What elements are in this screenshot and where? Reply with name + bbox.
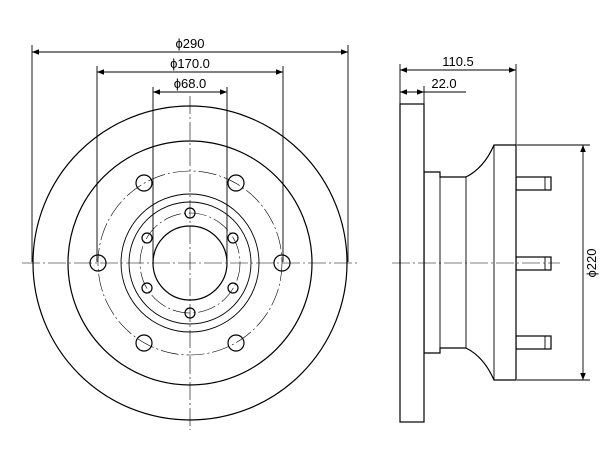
stud-circle-diameter-label: ϕ220 <box>584 249 599 278</box>
bore-diameter-label: ϕ68.0 <box>174 76 207 91</box>
side-view: 110.5 22.0 ϕ220 <box>392 54 599 423</box>
hub-body <box>423 144 517 381</box>
centering-diameter-label: ϕ170.0 <box>170 56 210 71</box>
inner-bolt-holes <box>141 207 239 319</box>
bolt-hole <box>227 232 239 244</box>
bolt-hole <box>227 282 239 294</box>
wheel-stud <box>515 176 552 191</box>
extension-lines <box>31 45 349 262</box>
front-view: ϕ290 ϕ170.0 ϕ68.0 <box>22 36 358 430</box>
bolt-hole <box>141 232 153 244</box>
stud-hole <box>227 334 245 352</box>
bolt-hole <box>141 282 153 294</box>
wheel-stud <box>515 256 552 271</box>
wheel-studs <box>515 176 552 350</box>
disc-thickness-label: 22.0 <box>431 76 456 91</box>
stud-hole <box>135 174 153 192</box>
outer-diameter-label: ϕ290 <box>176 36 205 51</box>
stud-hole <box>135 334 153 352</box>
total-height-label: 110.5 <box>442 54 474 69</box>
stud-hole <box>227 174 245 192</box>
wheel-stud <box>515 335 552 350</box>
